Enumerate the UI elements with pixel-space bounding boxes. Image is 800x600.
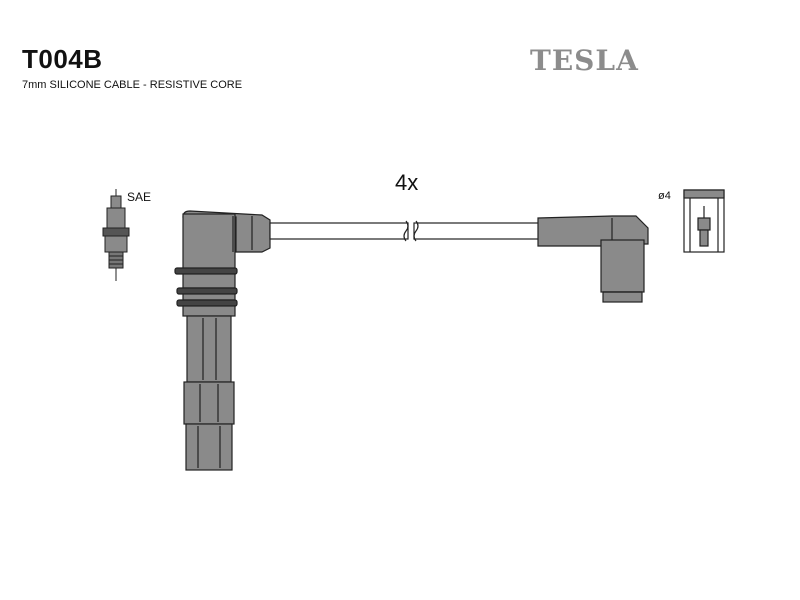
spark-plug-icon (102, 189, 130, 281)
spark-plug-label: SAE (127, 190, 152, 204)
plug-boot-angled (537, 215, 649, 303)
brand-logo: TESLA (530, 44, 639, 77)
terminal-icon (683, 189, 725, 253)
ignition-cable (269, 220, 541, 242)
plug-boot-straight (174, 210, 271, 471)
part-number: T004B (22, 44, 103, 74)
terminal-size-label: ø4 (658, 190, 671, 202)
cable-description: 7mm SILICONE CABLE - RESISTIVE CORE (22, 79, 243, 91)
quantity-label: 4x (395, 170, 419, 195)
